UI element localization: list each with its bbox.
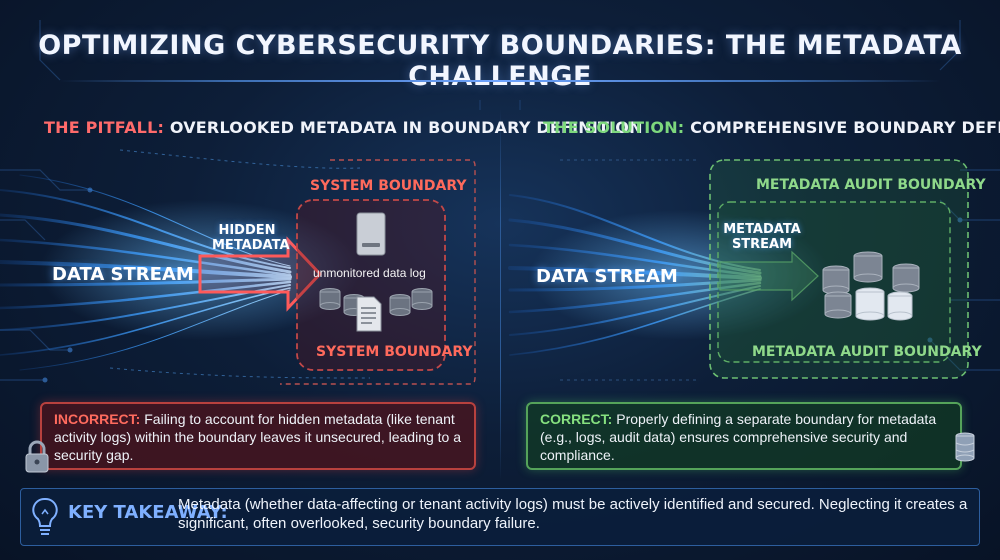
lock-icon	[25, 440, 49, 473]
right-data-stream-label: DATA STREAM	[536, 266, 678, 287]
correct-lead: CORRECT:	[540, 411, 613, 427]
hidden-metadata-label: HIDDEN METADATA	[212, 223, 290, 253]
title-rule	[60, 80, 940, 82]
system-boundary-label-bottom: SYSTEM BOUNDARY	[316, 344, 473, 360]
panel-divider	[500, 108, 501, 480]
incorrect-lead: INCORRECT:	[54, 411, 141, 427]
audit-boundary-label-bottom: METADATA AUDIT BOUNDARY	[752, 344, 982, 360]
solution-heading-text: COMPREHENSIVE BOUNDARY DEFINITION	[690, 118, 1000, 137]
unmonitored-log-label: unmonitored data log	[313, 266, 426, 280]
correct-callout: CORRECT: Properly defining a separate bo…	[526, 402, 962, 470]
pitfall-heading: THE PITFALL: OVERLOOKED METADATA IN BOUN…	[44, 118, 643, 137]
left-data-stream-label: DATA STREAM	[52, 264, 194, 285]
lightbulb-icon	[32, 497, 58, 535]
metadata-stream-label: METADATA STREAM	[723, 222, 801, 252]
takeaway-panel	[20, 488, 980, 546]
pitfall-heading-text: OVERLOOKED METADATA IN BOUNDARY DEFINITI…	[164, 118, 643, 137]
audit-database-icon	[822, 251, 920, 321]
incorrect-text: Failing to account for hidden metadata (…	[54, 411, 462, 463]
system-boundary-label-top: SYSTEM BOUNDARY	[310, 178, 467, 194]
correct-text: Properly defining a separate boundary fo…	[540, 411, 937, 463]
page-title: OPTIMIZING CYBERSECURITY BOUNDARIES: THE…	[38, 30, 962, 92]
audit-boundary-label-top: METADATA AUDIT BOUNDARY	[756, 177, 986, 193]
incorrect-callout: INCORRECT: Failing to account for hidden…	[40, 402, 476, 470]
database-icon	[319, 288, 433, 316]
takeaway-label: KEY TAKEAWAY:	[68, 502, 228, 523]
database-small-icon	[955, 432, 975, 462]
server-icon	[356, 212, 386, 256]
solution-heading: THE SOLUTION: COMPREHENSIVE BOUNDARY DEF…	[543, 118, 1000, 137]
right-data-stream	[508, 194, 762, 356]
red-arrow	[198, 236, 323, 312]
document-icon	[356, 296, 382, 332]
pitfall-tag: THE PITFALL:	[44, 118, 165, 137]
solution-tag: THE SOLUTION:	[543, 118, 685, 137]
takeaway-text: Metadata (whether data-affecting or tena…	[178, 496, 968, 532]
